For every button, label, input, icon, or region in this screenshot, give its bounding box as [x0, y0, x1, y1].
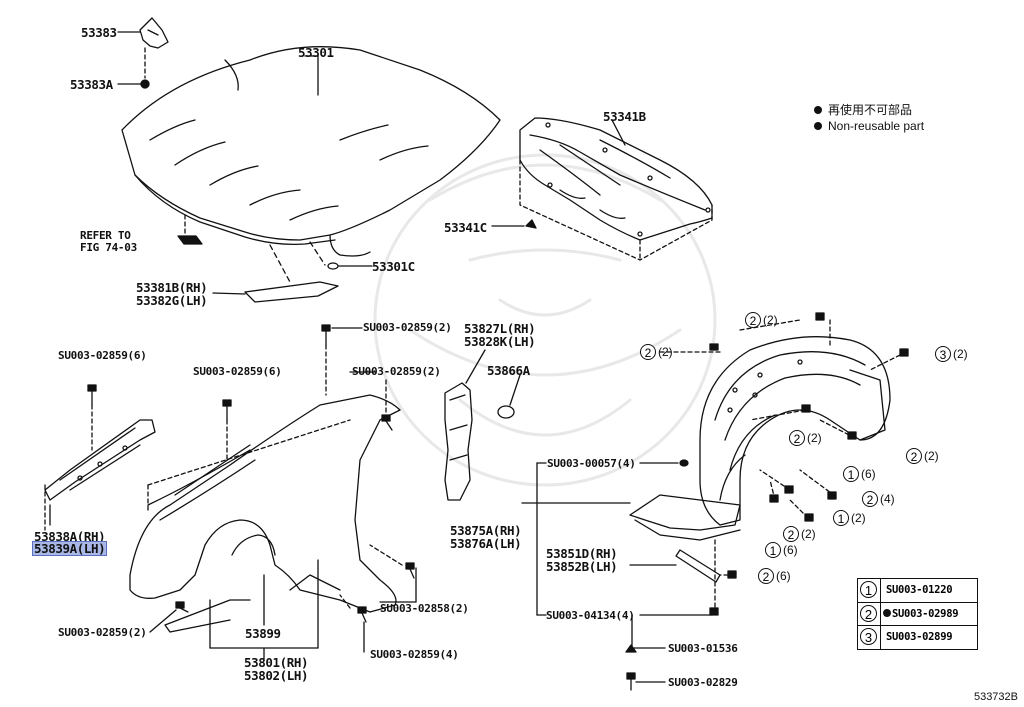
label-53876a: 53876A(LH) [450, 536, 522, 551]
engine-under-cover-53341b [519, 117, 713, 261]
label-53341c: 53341C [444, 220, 487, 235]
key-divider [880, 603, 881, 626]
callout-num: 2 [783, 526, 799, 542]
key-divider [880, 579, 881, 602]
front-fender-53801 [129, 394, 401, 633]
label-53301c: 53301C [372, 259, 415, 274]
key-num: 3 [860, 628, 877, 645]
liner-clips [679, 312, 909, 616]
label-refer-fig: REFER TO FIG 74-03 [80, 229, 137, 254]
key-row: 2 SU003-02989 [858, 602, 977, 626]
clip-53866a [497, 405, 515, 419]
hood-bracket-53383 [117, 17, 169, 89]
fender-bracket-53838a [44, 419, 156, 531]
label-53802: 53802(LH) [244, 668, 309, 683]
fastener-key-table: 1 SU003-01220 2 SU003-02989 3 SU003-0289… [857, 578, 978, 650]
label-53382g: 53382G(LH) [136, 293, 208, 308]
label-53381b: 53381B(RH) [136, 280, 208, 295]
key-code: SU003-02899 [886, 631, 953, 643]
callout-qty: (4) [880, 492, 895, 506]
callout-qty: (2) [658, 345, 673, 359]
label-su003-00057: SU003-00057(4) [547, 457, 636, 470]
label-53801: 53801(RH) [244, 655, 309, 670]
callout-num: 2 [640, 344, 656, 360]
label-su003-02859-2-top: SU003-02859(2) [363, 321, 452, 334]
label-53851d: 53851D(RH) [546, 546, 618, 561]
fender-liner-seal-53827l [444, 349, 486, 501]
legend-dot-icon [814, 106, 822, 114]
label-su003-02858: SU003-02858(2) [380, 602, 469, 615]
key-code: SU003-01220 [886, 584, 953, 596]
bolt-marks [87, 324, 636, 691]
callout-qty: (2) [851, 511, 866, 525]
key-code-text: SU003-02989 [892, 608, 959, 620]
fender-liner-53875a [629, 336, 891, 583]
key-row: 1 SU003-01220 [858, 579, 977, 602]
legend-dot-icon [814, 122, 822, 130]
hood-53301 [121, 46, 501, 283]
label-53341b: 53341B [603, 109, 646, 124]
label-su003-04134: SU003-04134(4) [546, 609, 635, 622]
liner-fastener-lines [659, 319, 901, 611]
callout-qty: (2) [801, 527, 816, 541]
callout-num: 2 [906, 448, 922, 464]
label-su003-02859-4: SU003-02859(4) [370, 648, 459, 661]
callout-num: 1 [765, 542, 781, 558]
legend-jp-text: 再使用不可部品 [828, 103, 913, 117]
callout-qty: (2) [953, 347, 968, 361]
key-code: SU003-02989 [883, 608, 959, 620]
callout-qty: (2) [807, 431, 822, 445]
label-53383: 53383 [81, 25, 117, 40]
callout-qty: (2) [763, 313, 778, 327]
callout-num: 2 [758, 568, 774, 584]
label-53899: 53899 [245, 626, 281, 641]
label-53383a: 53383A [70, 77, 113, 92]
key-row: 3 SU003-02899 [858, 625, 977, 649]
callout-qty: (6) [861, 467, 876, 481]
callout-num: 3 [935, 346, 951, 362]
label-53839a-highlighted[interactable]: 53839A(LH) [31, 541, 108, 556]
label-su003-02859-6-left: SU003-02859(6) [58, 349, 147, 362]
key-num: 1 [860, 581, 877, 598]
label-su003-02859-6-mid: SU003-02859(6) [193, 365, 282, 378]
callout-num: 2 [745, 312, 761, 328]
label-su003-01536: SU003-01536 [668, 642, 738, 655]
figure-code: 533732B [973, 691, 1018, 703]
callout-num: 2 [789, 430, 805, 446]
key-num: 2 [860, 605, 877, 622]
callout-num: 1 [843, 466, 859, 482]
callout-qty: (6) [783, 543, 798, 557]
callout-qty: (2) [924, 449, 939, 463]
refer-pad [177, 235, 203, 245]
key-code-text: SU003-01220 [886, 584, 953, 596]
legend-en-text: Non-reusable part [828, 119, 925, 133]
label-53828k: 53828K(LH) [464, 334, 536, 349]
key-divider [880, 626, 881, 649]
label-su003-02829: SU003-02829 [668, 676, 738, 689]
callout-qty: (6) [776, 569, 791, 583]
label-53838a: 53838A(RH) [34, 529, 106, 544]
watermark-logo [373, 153, 717, 487]
label-su003-02859-2-mid: SU003-02859(2) [352, 365, 441, 378]
legend-en: Non-reusable part [814, 119, 924, 134]
label-53866a: 53866A [487, 363, 530, 378]
non-reusable-dot-icon [883, 609, 891, 617]
legend-jp: 再使用不可部品 [814, 103, 912, 118]
callout-num: 1 [833, 510, 849, 526]
callout-num: 2 [862, 491, 878, 507]
key-code-text: SU003-02899 [886, 631, 953, 643]
label-53875a: 53875A(RH) [450, 523, 522, 538]
label-53852b: 53852B(LH) [546, 559, 618, 574]
label-53301: 53301 [298, 45, 334, 60]
label-53827l: 53827L(RH) [464, 321, 536, 336]
label-su003-02859-2-bottom: SU003-02859(2) [58, 626, 147, 639]
hood-seal-53381b [244, 281, 339, 303]
